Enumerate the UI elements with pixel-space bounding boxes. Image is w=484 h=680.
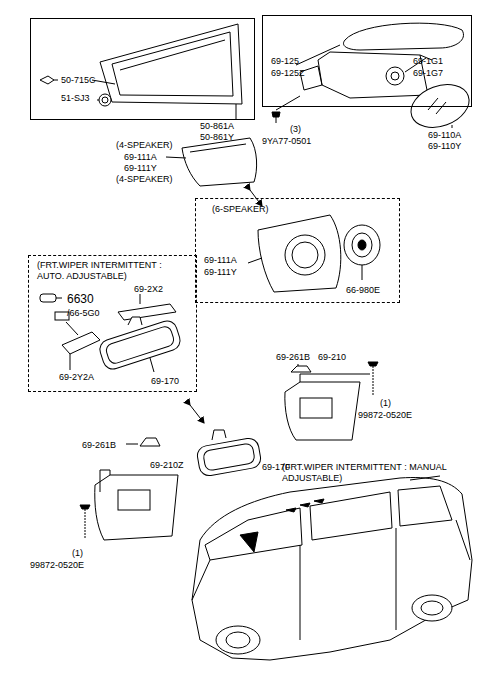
part-number: 69-170 — [151, 376, 179, 387]
part-number: 69-2X2 — [134, 284, 163, 295]
part-number: 69-1G1 — [413, 56, 443, 67]
part-number: 69-125 — [271, 56, 299, 67]
rear-view-mirror — [196, 430, 262, 477]
part-number: 9YA77-0501 — [262, 136, 311, 147]
visor-clip — [291, 364, 311, 372]
rear-view-mirror — [97, 317, 182, 372]
part-group-box: 69-12569-125Z 69-1G169-1G7 — [262, 15, 472, 107]
part-number: 69-125Z — [271, 68, 305, 79]
part-number: 69-110Y — [428, 141, 461, 152]
vehicle — [192, 476, 472, 660]
sun-visor — [285, 374, 370, 440]
part-number: 69-111Y — [204, 267, 237, 278]
variant-note: (FRT.WIPER INTERMITTENT : AUTO. ADJUSTAB… — [37, 260, 189, 282]
part-number: 69-1G7 — [413, 68, 443, 79]
rain-sensor — [40, 294, 62, 302]
part-number: 69-210Z — [150, 460, 184, 471]
note-label: (1) — [380, 398, 391, 409]
part-number: 69-2Y2A — [59, 372, 94, 383]
part-number: 50-861A — [200, 121, 234, 132]
part-number: /66-5G0 — [67, 308, 100, 319]
grommet — [97, 94, 111, 106]
part-number: 99872-0520E — [358, 410, 412, 421]
clip — [40, 76, 58, 84]
leader-line — [166, 157, 186, 158]
part-number: 69-111Y — [124, 163, 157, 174]
note-label: (3) — [290, 124, 301, 135]
note-label: (4-SPEAKER) — [116, 140, 173, 151]
mirror-glass — [405, 77, 475, 135]
leader-line — [452, 125, 453, 128]
part-number: 69-111A — [124, 152, 157, 163]
mirror-cover — [118, 294, 176, 320]
part-number: 69-110A — [428, 130, 461, 141]
speaker-housing — [258, 215, 341, 292]
note-label: (4-SPEAKER) — [116, 174, 173, 185]
screw — [272, 96, 300, 123]
part-number: 6630 — [67, 292, 94, 306]
part-number: 50-715C — [61, 75, 96, 86]
mirror-housing — [182, 138, 257, 186]
quarter-window — [100, 24, 242, 104]
part-number: 69-261B — [276, 352, 310, 363]
part-number: 69-111A — [204, 255, 237, 266]
speaker — [344, 225, 380, 280]
leader-line — [236, 104, 237, 119]
part-number: 69-210 — [318, 352, 346, 363]
part-number: 69-261B — [82, 440, 116, 451]
part-number: 99872-0520E — [30, 560, 84, 571]
note-label: (FRT.WIPER INTERMITTENT : MANUAL ADJUSTA… — [282, 462, 447, 484]
leader-line — [248, 258, 262, 263]
variant-box: (6-SPEAKER) 69-111A69-111Y 66-980E — [195, 198, 400, 303]
double-arrow — [190, 405, 204, 423]
visor-clip — [126, 438, 160, 446]
screw — [368, 362, 378, 396]
mirror-cover-lower — [55, 312, 100, 370]
part-number: 51-SJ3 — [61, 93, 90, 104]
note-label: (1) — [72, 548, 83, 559]
variant-box: (FRT.WIPER INTERMITTENT : AUTO. ADJUSTAB… — [28, 255, 197, 392]
part-group-box: 50-715C 51-SJ3 — [30, 18, 255, 120]
part-number: 66-980E — [346, 285, 380, 296]
variant-note: (6-SPEAKER) — [212, 204, 269, 215]
screw — [80, 505, 90, 539]
part-number: 50-861Y — [200, 132, 234, 143]
sun-visor — [95, 470, 178, 540]
